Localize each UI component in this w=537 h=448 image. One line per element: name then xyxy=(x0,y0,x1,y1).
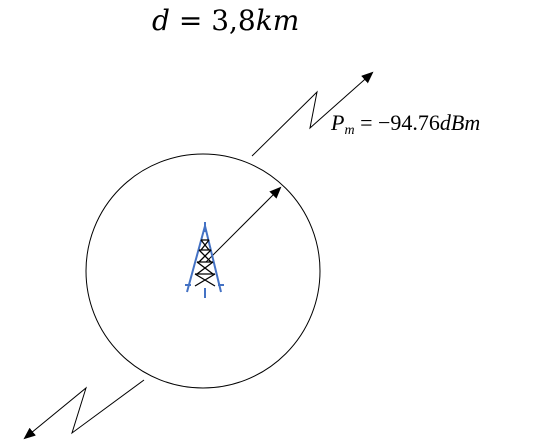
lower-signal-arrow xyxy=(23,379,145,440)
power-unit: dBm xyxy=(439,110,481,135)
power-subscript: m xyxy=(344,123,355,138)
received-power-equation: Pm = −94.76dBm xyxy=(331,110,480,139)
power-var: P xyxy=(331,110,345,135)
coverage-circle xyxy=(85,153,321,389)
distance-var: d xyxy=(152,4,170,37)
upper-signal-arrow xyxy=(251,71,374,157)
distance-unit: km xyxy=(255,4,300,37)
power-operator: = xyxy=(360,110,373,135)
distance-operator: = xyxy=(178,4,203,37)
cell-tower-icon xyxy=(185,222,224,298)
power-value: −94.76 xyxy=(378,110,440,135)
radius-arrow xyxy=(205,186,282,263)
distance-value: 3,8 xyxy=(211,4,256,37)
distance-equation: d = 3,8km xyxy=(152,4,299,37)
